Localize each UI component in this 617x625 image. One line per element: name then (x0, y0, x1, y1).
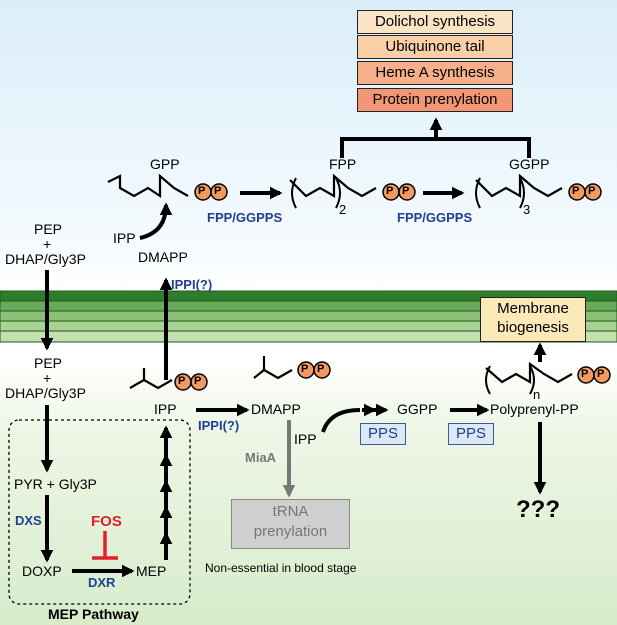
ggpp-mid-label: GGPP (397, 401, 438, 417)
dmapp-mid-label: DMAPP (251, 401, 301, 417)
ubiquinone-tail-box: Ubiquinone tail (357, 35, 513, 59)
miaa-label: MiaA (245, 450, 277, 465)
pep-1-label: PEP (34, 221, 63, 237)
pps-1-box: PPS (360, 423, 406, 445)
membrane-label-line2: biogenesis (497, 319, 569, 336)
trna-label-line1: tRNA (272, 503, 309, 520)
fppggpps-2-label: FPP/GGPPS (397, 210, 473, 225)
repeat-brackets (291, 177, 535, 395)
dolichol-synthesis-box: Dolichol synthesis (357, 10, 513, 34)
pep-2-label: PEP (34, 355, 63, 371)
ipp-to-gpp-curve (139, 202, 173, 240)
membrane-biogenesis-box: Membrane biogenesis (480, 297, 586, 342)
p-label-ggpp-1: P (572, 185, 580, 197)
fos-label: FOS (91, 513, 122, 530)
dhap-2-label: DHAP/Gly3P (5, 385, 86, 401)
ipp-top-label: IPP (113, 230, 136, 246)
dxr-label: DXR (88, 575, 116, 590)
fppggpps-1-label: FPP/GGPPS (207, 210, 283, 225)
mep-pathway-label: MEP Pathway (48, 606, 139, 622)
plus-2-label: + (43, 370, 52, 386)
p-label-ggpp-2: P (588, 185, 596, 197)
isoprenoid-structures (107, 173, 573, 390)
ippi-top-label: IPPI(?) (171, 277, 213, 292)
gpp-label: GPP (150, 156, 180, 172)
p-label-poly-2: P (597, 368, 605, 380)
protein-prenylation-box: Protein prenylation (357, 88, 513, 112)
fos-inhibition-mark (92, 531, 118, 560)
subscript-n: n (533, 387, 541, 402)
unknown-label: ??? (516, 496, 560, 523)
p-label-fpp-1: P (386, 185, 394, 197)
heme-a-synthesis-box: Heme A synthesis (357, 61, 513, 85)
p-label-poly-1: P (581, 368, 589, 380)
subscript-3: 3 (523, 202, 531, 217)
mep-pathway-box (8, 419, 191, 605)
membrane-bands (0, 290, 617, 343)
p-label-gpp-1: P (198, 185, 206, 197)
ipp-to-ggpp-curve (321, 408, 361, 433)
ggpp-top-label: GGPP (509, 156, 550, 172)
polyprenyl-label: Polyprenyl-PP (490, 401, 579, 417)
p-label-dmapp-2: P (317, 363, 325, 375)
p-label-gpp-2: P (214, 185, 222, 197)
membrane-label-line1: Membrane (497, 300, 569, 317)
trna-note-label: Non-essential in blood stage (205, 561, 357, 575)
p-label-dmapp-1: P (301, 363, 309, 375)
subscript-2: 2 (339, 202, 347, 217)
dhap-1-label: DHAP/Gly3P (5, 251, 86, 267)
ipp-low-label: IPP (294, 431, 317, 447)
pp-groups (174, 183, 611, 391)
dxs-label: DXS (15, 513, 42, 528)
p-label-fpp-2: P (402, 185, 410, 197)
trna-label-line2: prenylation (253, 523, 328, 540)
trna-prenylation-box: tRNA prenylation (231, 499, 350, 549)
pps-2-box: PPS (448, 423, 494, 445)
plus-1-label: + (43, 236, 52, 252)
p-label-ipp-1: P (178, 375, 186, 387)
dmapp-top-label: DMAPP (138, 249, 188, 265)
ippi-mid-label: IPPI(?) (198, 418, 240, 433)
ipp-mid-label: IPP (154, 401, 177, 417)
pyr-label: PYR + Gly3P (14, 476, 97, 492)
product-bracket (340, 117, 531, 158)
mep-label: MEP (136, 563, 167, 579)
p-label-ipp-2: P (194, 375, 202, 387)
doxp-label: DOXP (22, 563, 62, 579)
fpp-label: FPP (329, 156, 357, 172)
